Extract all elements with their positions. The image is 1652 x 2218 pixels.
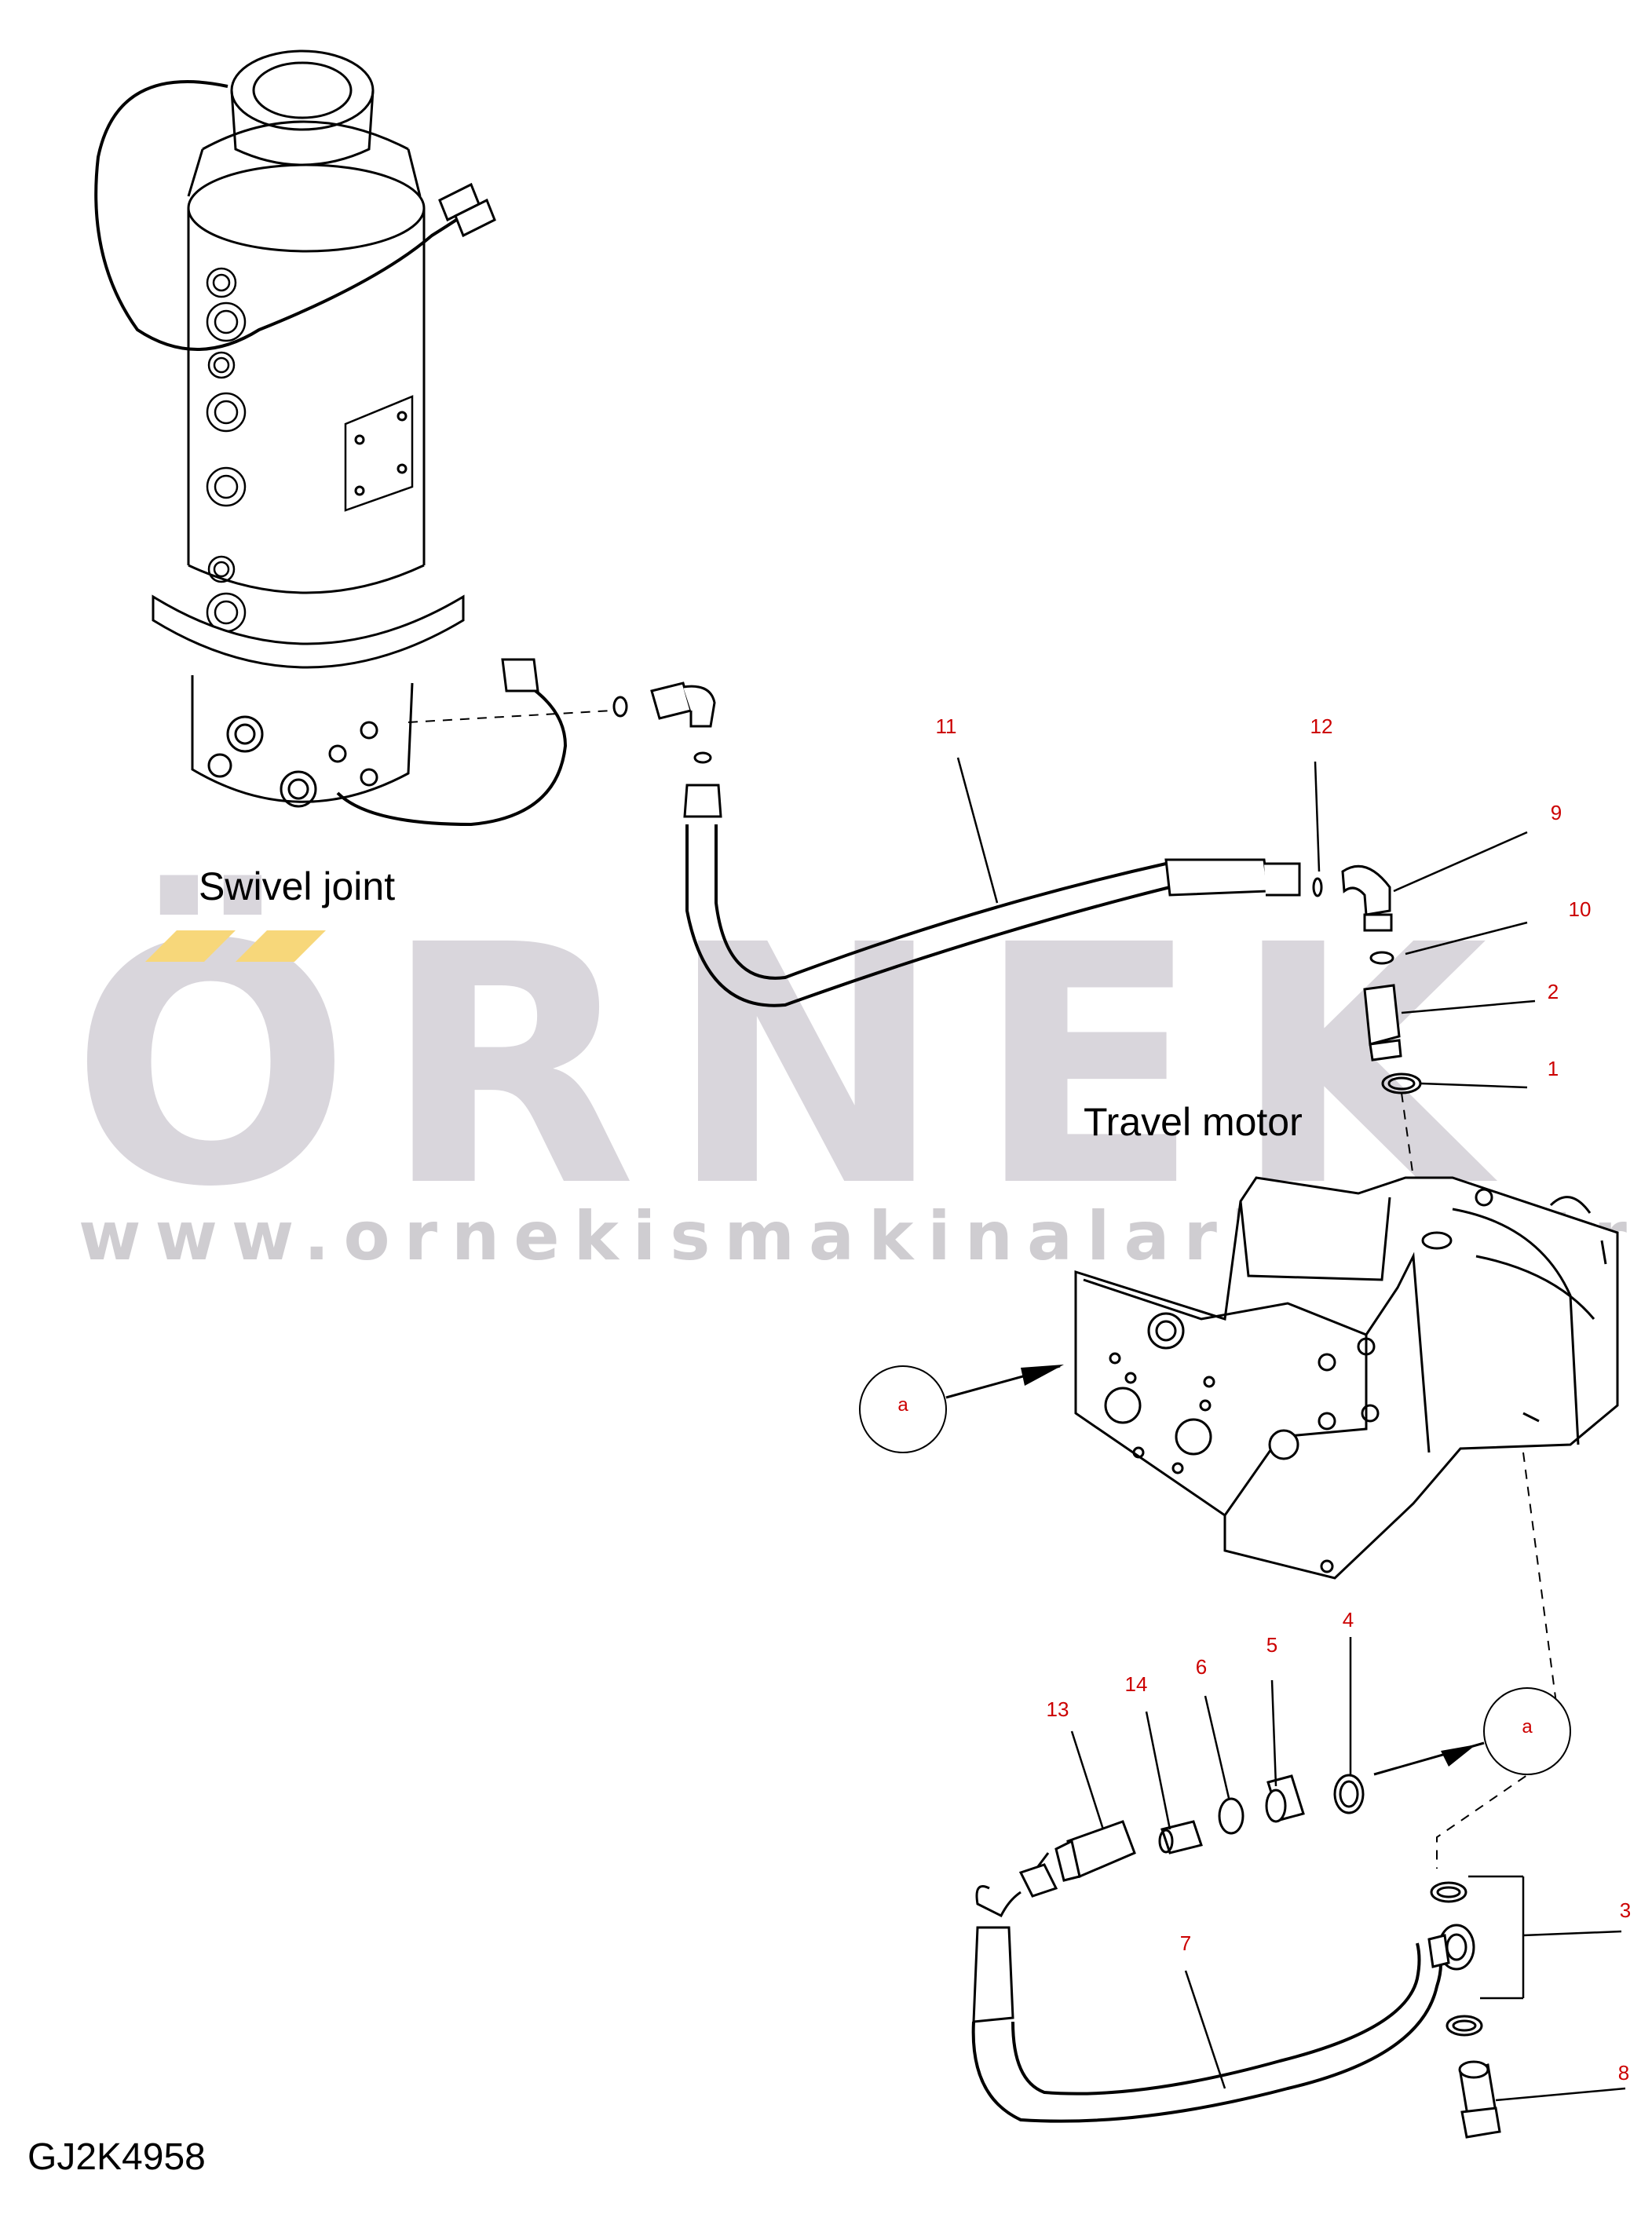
reference-mark-a: a [1522, 1716, 1533, 1737]
callout-10: 10 [1568, 897, 1592, 921]
hose-7-drawing [971, 1863, 1501, 2139]
drawing-id: GJ2K4958 [27, 2136, 206, 2178]
travel-motor-drawing [1074, 1176, 1619, 1869]
reference-mark-a: a [897, 1394, 908, 1416]
swivel-joint-drawing [94, 49, 613, 827]
callout-8: 8 [1617, 2061, 1630, 2085]
hose-11-drawing [612, 681, 1422, 1178]
callout-5: 5 [1266, 1633, 1278, 1657]
callout-14: 14 [1124, 1672, 1148, 1696]
callout-11: 11 [935, 714, 957, 738]
travel-motor-label: Travel motor [1084, 1100, 1303, 1144]
callout-13: 13 [1046, 1697, 1069, 1721]
callout-9: 9 [1550, 801, 1562, 824]
callout-6: 6 [1195, 1655, 1208, 1679]
callout-12: 12 [1310, 714, 1333, 738]
callout-1: 1 [1547, 1057, 1559, 1080]
callout-7: 7 [1179, 1931, 1192, 1955]
callout-4: 4 [1342, 1608, 1354, 1632]
callout-3: 3 [1619, 1898, 1632, 1922]
swivel-joint-label: Swivel joint [199, 864, 396, 908]
lower-fittings-drawing [1035, 1774, 1365, 1882]
watermark-brand: ÖRNEK [71, 875, 1519, 1259]
callout-2: 2 [1547, 980, 1559, 1003]
